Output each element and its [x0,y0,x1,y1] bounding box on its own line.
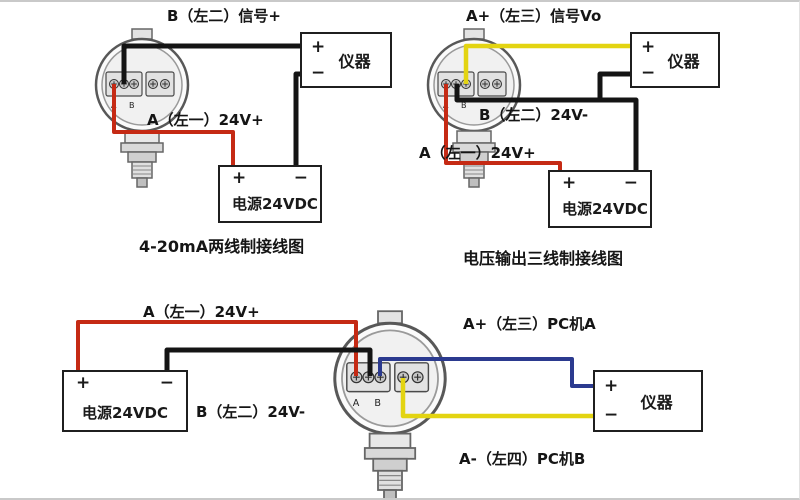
wire-d2-negative-black [454,84,639,171]
d2-power-label: 电源24VDC [562,200,648,218]
wire-d1-return-black [293,71,301,166]
d1-power-label: 电源24VDC [232,195,318,213]
d1-caption: 4-20mA两线制接线图 [139,237,305,256]
d2-bottom-label: A（左一）24V+ [419,144,536,162]
wire-d3-negative-black [164,347,373,376]
d2-power-box: + − 电源24VDC [548,170,652,228]
d3-power-minus: − [159,373,174,393]
d2-mid-label: B（左二）24V- [479,106,589,124]
d1-power-plus: + [232,168,247,188]
d1-top-label: B（左二）信号+ [167,7,282,25]
d2-instrument-minus: − [641,62,656,83]
d1-instrument-box: + − 仪器 [300,32,392,88]
wire-d3-pc-b-yellow [400,378,593,419]
d2-instrument-plus: + [641,36,656,57]
d3-power-box: + − 电源24VDC [62,370,188,432]
wire-d2-negative-branch-black [597,71,630,100]
d1-mid-label: A（左一）24V+ [147,111,264,129]
d2-power-plus: + [562,173,577,193]
transmitter-d3 [335,311,445,500]
d1-power-box: + − 电源24VDC [218,165,322,223]
d1-instrument-label: 仪器 [338,52,371,71]
d1-instrument-plus: + [311,36,326,57]
d1-instrument-minus: − [311,62,326,83]
d3-pc-b-label: A-（左四）PC机B [459,450,586,468]
d3-supply-plus-label: A（左一）24V+ [143,303,260,321]
wire-d3-pc-a-blue [378,357,593,388]
d2-caption: 电压输出三线制接线图 [463,249,624,268]
wire-d2-supply-red [444,84,562,171]
d3-supply-minus-label: B（左二）24V- [196,403,306,421]
d3-power-label: 电源24VDC [82,404,168,422]
d2-instrument-box: + − 仪器 [630,32,720,88]
d3-instrument-label: 仪器 [640,393,673,412]
d2-instrument-label: 仪器 [667,52,700,71]
d3-pc-a-label: A+（左三）PC机A [463,315,596,333]
d2-top-label: A+（左三）信号Vo [466,7,602,25]
d1-power-minus: − [293,168,308,188]
wire-d1-supply-red [112,84,235,166]
d3-instrument-plus: + [604,376,619,396]
d3-power-plus: + [76,373,91,393]
transmitter-d1 [96,29,188,187]
d3-instrument-minus: − [604,405,619,425]
wire-d2-signal-yellow [463,43,630,84]
d2-power-minus: − [623,173,638,193]
d3-instrument-box: + − 仪器 [593,370,703,432]
wire-d1-signal-black [121,43,302,84]
